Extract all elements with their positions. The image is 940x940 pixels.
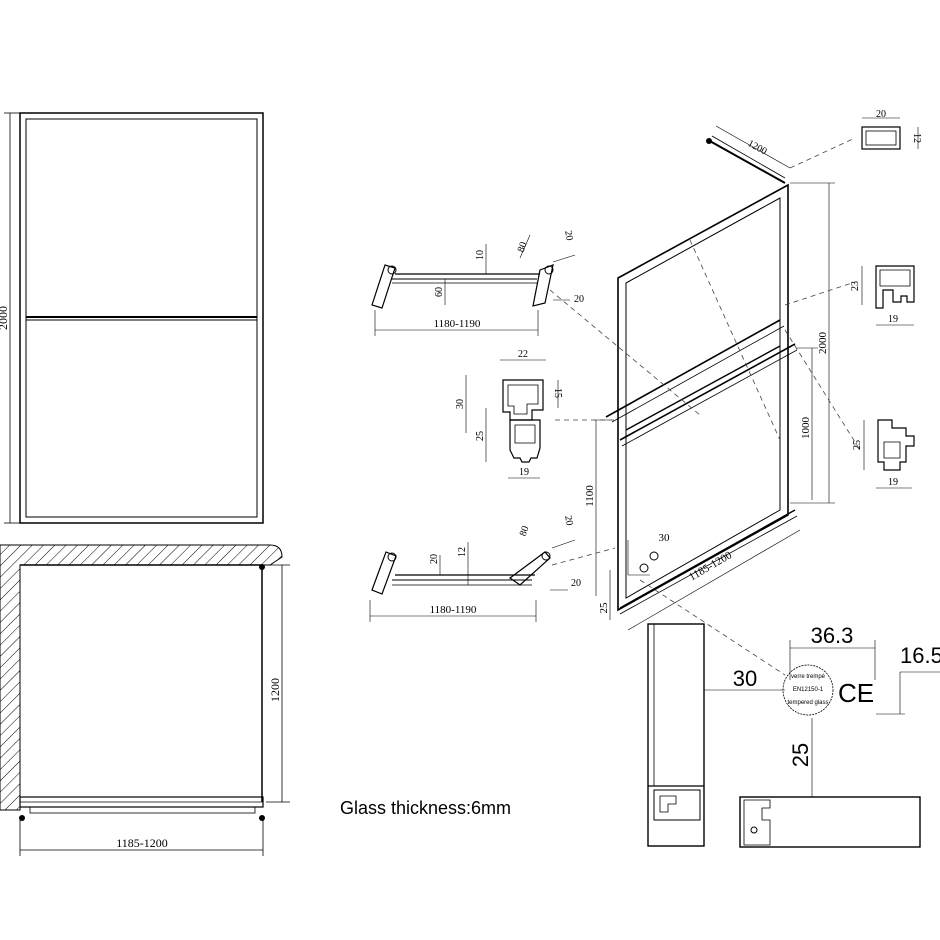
bot-bracket-d20a: 20 [562,515,575,527]
iso-d25: 25 [598,602,610,614]
profile-bot-w: 19 [888,477,898,488]
profile-bot-h: 25 [852,440,863,450]
svg-text:verre trempé: verre trempé [791,674,826,680]
top-bracket: 10 60 80 20 20 1180-1190 [371,230,584,336]
top-bracket-d20b: 20 [574,294,584,305]
leader-lines [549,137,861,676]
top-bracket-length: 1180-1190 [434,318,481,330]
mid-profile-w22: 22 [518,349,528,360]
bot-bracket-d20: 20 [429,554,440,564]
detail-d36: 36.3 [811,623,854,648]
svg-text:EN12150-1: EN12150-1 [793,687,824,693]
mid-profile-h30: 30 [455,399,466,409]
bottom-bracket: 20 12 80 20 20 1180-1190 [369,515,581,622]
iso-top-bar-label: 1200 [746,138,769,157]
iso-view: 1200 2000 1000 1100 25 30 [584,125,835,631]
top-bracket-d20a: 20 [562,230,575,242]
profile-top: 20 12 [861,109,922,150]
profile-mid: 23 19 [850,265,915,326]
profile-mid-w: 19 [888,314,898,325]
bot-bracket-d12: 12 [457,547,468,557]
iso-height-label: 2000 [817,332,829,355]
bot-bracket-length: 1180-1190 [430,604,477,616]
plan-width-label: 1185-1200 [116,836,168,850]
plan-view: 1200 1185-1200 [0,544,290,856]
top-bracket-d60: 60 [434,287,445,297]
top-bracket-d10: 10 [475,250,486,260]
bot-bracket-d20b: 20 [571,578,581,589]
mid-profile-w19: 19 [519,467,529,478]
profile-top-h: 12 [911,133,922,143]
mid-profile-h15: 15 [552,388,563,398]
detail-d16: 16.5 [900,643,940,668]
front-height-label: 2000 [0,306,10,330]
detail-d30: 30 [733,666,757,691]
front-view: 2000 [0,112,264,524]
mid-profile-h25: 25 [475,431,486,441]
iso-d30: 30 [659,532,671,544]
svg-text:tempered glass: tempered glass [787,700,828,706]
iso-side-height-label: 1100 [584,485,596,507]
profile-mid-h: 23 [850,281,861,291]
top-bracket-d80: 80 [516,241,530,254]
iso-mid-height-label: 1000 [800,417,812,440]
bot-bracket-d80: 80 [518,525,532,538]
plan-depth-label: 1200 [268,678,282,702]
glass-thickness-note: Glass thickness:6mm [340,798,511,818]
corner-detail: 36.3 16.5 30 25 verre trempé EN12150-1 t… [647,623,940,848]
middle-profile: 22 15 30 25 19 [455,349,563,479]
tempered-glass-stamp: verre trempé EN12150-1 tempered glass [782,664,834,716]
ce-mark: CE [838,678,874,708]
profile-bot: 25 19 [852,419,915,489]
detail-d25: 25 [788,743,813,767]
profile-top-w: 20 [876,109,886,120]
